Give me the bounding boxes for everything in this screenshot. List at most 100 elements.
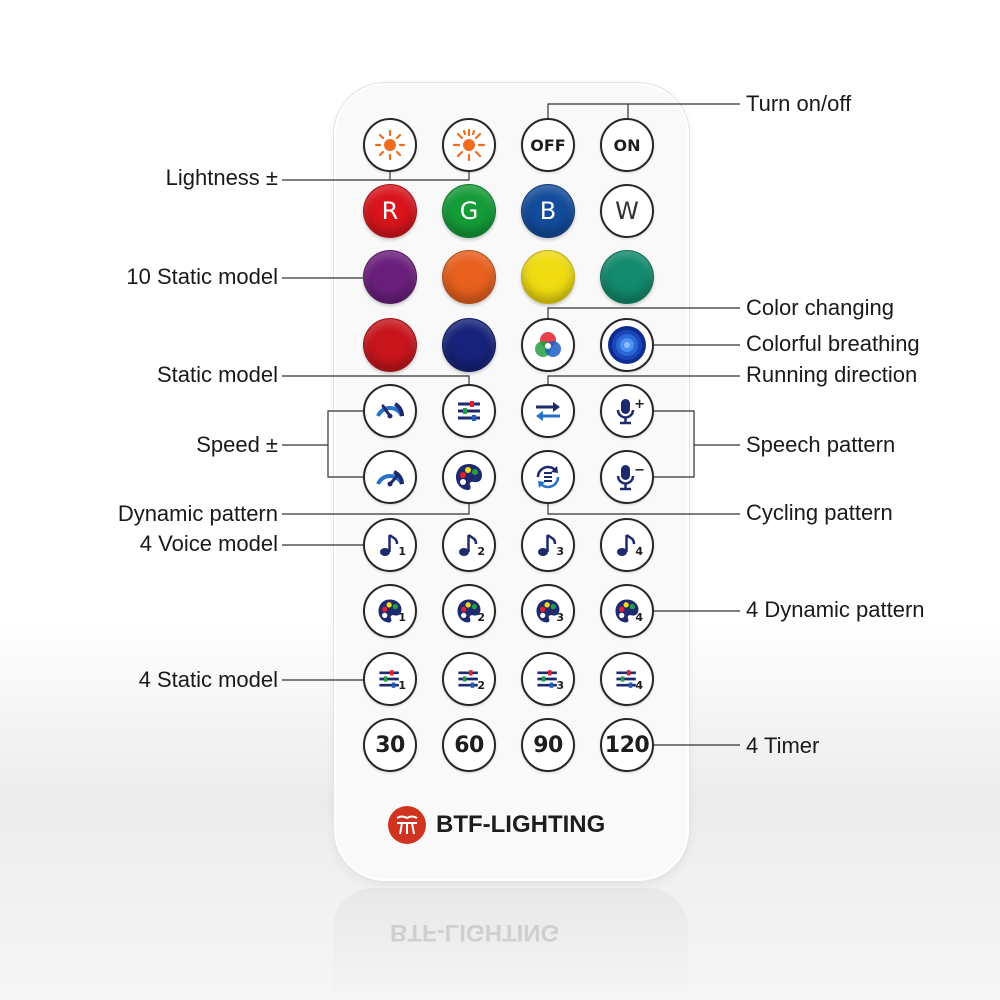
voice-model-1-button[interactable]: 1 xyxy=(363,518,417,572)
on-label: ON xyxy=(613,135,641,155)
static-sub-4: 4 xyxy=(635,679,643,692)
leader-cycling-pattern xyxy=(547,504,740,515)
label-speech-pattern: Speech pattern xyxy=(746,432,896,457)
label-voice4: 4 Voice model xyxy=(139,531,278,556)
orange-button[interactable] xyxy=(442,250,496,304)
leader-turn-on-off-a xyxy=(547,103,740,118)
speech-down-button[interactable]: − xyxy=(600,450,654,504)
timer-120-label: 120 xyxy=(604,732,650,758)
label-color-changing: Color changing xyxy=(746,295,894,320)
ripple-icon xyxy=(608,326,646,364)
label-speed: Speed ± xyxy=(196,432,278,457)
voice-model-3-button[interactable]: 3 xyxy=(521,518,575,572)
voice-sub-1: 1 xyxy=(398,545,406,558)
cycling-pattern-button[interactable] xyxy=(521,450,575,504)
timer-60-label: 60 xyxy=(454,732,484,758)
static-sub-2: 2 xyxy=(477,679,485,692)
logo-mark xyxy=(396,815,418,835)
teal-button[interactable] xyxy=(600,250,654,304)
leader-lightness-a xyxy=(282,172,470,181)
dynamic-pattern-3-button[interactable]: 3 xyxy=(521,584,575,638)
label-colorful-breathing: Colorful breathing xyxy=(746,331,920,356)
leader-speech-bracket xyxy=(654,410,695,478)
purple-button[interactable] xyxy=(363,250,417,304)
brand-name: BTF-LIGHTING xyxy=(436,811,606,838)
label-dynamic4: 4 Dynamic pattern xyxy=(746,597,925,622)
timer-30-label: 30 xyxy=(375,732,405,758)
timer-120-button[interactable]: 120 xyxy=(600,718,654,772)
plus-mark: + xyxy=(634,397,645,412)
brightness-down-button[interactable] xyxy=(363,118,417,172)
brightness-up-button[interactable] xyxy=(442,118,496,172)
color-changing-button[interactable] xyxy=(521,318,575,372)
static-model-button[interactable] xyxy=(442,384,496,438)
dark-red-button[interactable] xyxy=(363,318,417,372)
label-cycling-pattern: Cycling pattern xyxy=(746,500,893,525)
speedometer-icon xyxy=(376,402,404,419)
sun-icon xyxy=(452,128,486,162)
blue-button[interactable]: B xyxy=(521,184,575,238)
static-model-2-button[interactable]: 2 xyxy=(442,652,496,706)
label-static-model: Static model xyxy=(156,362,278,387)
dynamic-pattern-4-button[interactable]: 4 xyxy=(600,584,654,638)
timer-90-button[interactable]: 90 xyxy=(521,718,575,772)
dynamic-pattern-1-button[interactable]: 1 xyxy=(363,584,417,638)
dynamic-sub-1: 1 xyxy=(398,611,406,624)
brand: BTF-LIGHTING xyxy=(388,806,605,844)
dynamic-sub-3: 3 xyxy=(556,611,564,624)
label-turn-on-off: Turn on/off xyxy=(746,91,852,116)
palette-icon xyxy=(536,599,560,623)
timer-30-button[interactable]: 30 xyxy=(363,718,417,772)
leader-dynamic-pattern xyxy=(282,504,470,515)
sun-icon xyxy=(374,129,406,161)
static-sub-3: 3 xyxy=(556,679,564,692)
green-button[interactable]: G xyxy=(442,184,496,238)
sliders-icon xyxy=(379,670,399,688)
sliders-icon xyxy=(458,401,480,421)
dynamic-pattern-2-button[interactable]: 2 xyxy=(442,584,496,638)
running-direction-button[interactable] xyxy=(521,384,575,438)
blue-label: B xyxy=(539,197,557,225)
off-button[interactable]: OFF xyxy=(521,118,575,172)
sliders-icon xyxy=(616,670,636,688)
on-button[interactable]: ON xyxy=(600,118,654,172)
timer-60-button[interactable]: 60 xyxy=(442,718,496,772)
white-label: W xyxy=(615,197,639,225)
leader-running-direction xyxy=(547,375,740,384)
navy-button[interactable] xyxy=(442,318,496,372)
speed-up-button[interactable] xyxy=(363,384,417,438)
sliders-icon xyxy=(537,670,557,688)
static-model-4-button[interactable]: 4 xyxy=(600,652,654,706)
voice-sub-4: 4 xyxy=(635,545,643,558)
cycle-icon xyxy=(536,465,560,489)
leader-speed-bracket xyxy=(327,410,363,478)
colorful-breathing-button[interactable] xyxy=(600,318,654,372)
speedometer-icon xyxy=(376,470,404,487)
music-note-icon xyxy=(380,534,399,556)
label-dynamic-pattern: Dynamic pattern xyxy=(117,501,278,526)
dynamic-pattern-button[interactable] xyxy=(442,450,496,504)
music-note-icon xyxy=(459,534,478,556)
voice-model-4-button[interactable]: 4 xyxy=(600,518,654,572)
rgb-circles-icon xyxy=(535,332,561,357)
yellow-button[interactable] xyxy=(521,250,575,304)
speech-up-button[interactable]: + xyxy=(600,384,654,438)
microphone-icon xyxy=(616,399,635,425)
label-lightness: Lightness ± xyxy=(165,165,278,190)
static-model-1-button[interactable]: 1 xyxy=(363,652,417,706)
speed-down-button[interactable] xyxy=(363,450,417,504)
btf-lighting-logo xyxy=(388,806,426,844)
white-button[interactable]: W xyxy=(600,184,654,238)
red-label: R xyxy=(381,197,399,225)
palette-icon xyxy=(456,464,482,490)
off-label: OFF xyxy=(530,135,566,155)
label-timer4: 4 Timer xyxy=(746,733,820,758)
leader-color-changing xyxy=(547,307,740,318)
label-static4: 4 Static model xyxy=(138,667,278,692)
sliders-icon xyxy=(458,670,478,688)
static-model-3-button[interactable]: 3 xyxy=(521,652,575,706)
voice-model-2-button[interactable]: 2 xyxy=(442,518,496,572)
red-button[interactable]: R xyxy=(363,184,417,238)
voice-sub-2: 2 xyxy=(477,545,485,558)
